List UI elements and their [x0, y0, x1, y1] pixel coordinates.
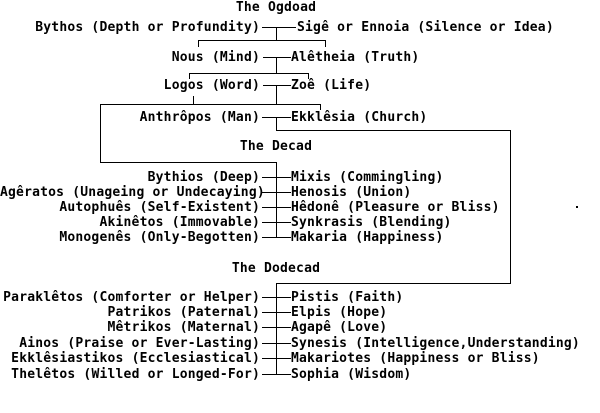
aeon-left-monogenes: Monogenês (Only-Begotten) — [59, 230, 260, 245]
aeon-right-ekklesia: Ekklêsia (Church) — [291, 110, 428, 125]
descender-anthropos-ekklesia — [276, 117, 277, 130]
descender-nous-aletheia — [276, 57, 277, 73]
sibling-bar-anthropos-ekklesia — [100, 104, 321, 105]
aeon-right-henosis: Henosis (Union) — [291, 185, 412, 200]
link-tick-under-logos — [193, 96, 194, 104]
aeon-right-elpis: Elpis (Hope) — [291, 305, 388, 320]
marriage-line-akinetos-synkrasis — [262, 222, 291, 223]
dodecad-spine — [276, 283, 277, 375]
section-title-ogdoad: The Ogdoad — [235, 0, 317, 15]
descender-bythos-sige — [276, 27, 277, 40]
marriage-line-ekklesiastikos-makariotes — [262, 358, 291, 359]
aeon-right-hedone: Hêdonê (Pleasure or Bliss) — [291, 200, 500, 215]
aeon-right-zoe: Zoê (Life) — [291, 78, 372, 93]
aeon-right-sophia: Sophia (Wisdom) — [291, 367, 412, 382]
aeon-left-akinetos: Akinêtos (Immovable) — [99, 215, 260, 230]
aeon-right-synesis: Synesis (Intelligence,Understanding) — [291, 336, 580, 351]
aeon-left-autophues: Autophuês (Self-Existent) — [59, 200, 260, 215]
stray-dot-artifact — [576, 206, 578, 208]
section-title-dodecad: The Dodecad — [231, 261, 321, 276]
aeon-left-anthropos: Anthrôpos (Man) — [139, 110, 260, 125]
aeon-left-metrikos: Mêtrikos (Maternal) — [107, 320, 260, 335]
aeon-right-makariotes: Makariotes (Happiness or Bliss) — [291, 351, 540, 366]
marriage-line-logos-zoe — [263, 85, 291, 86]
dodecad-branch-bottom-horizontal — [276, 283, 511, 284]
marriage-line-theletos-sophia — [262, 374, 291, 375]
marriage-line-ainos-synesis — [262, 343, 291, 344]
marriage-line-autophues-hedone — [262, 207, 291, 208]
marriage-line-bythios-mixis — [262, 177, 291, 178]
aeon-left-ekklesiastikos: Ekklêsiastikos (Ecclesiastical) — [11, 351, 260, 366]
aeon-right-agape: Agapê (Love) — [291, 320, 388, 335]
aeon-left-parakletos: Paraklêtos (Comforter or Helper) — [3, 290, 260, 305]
aeon-left-logos: Logos (Word) — [163, 78, 260, 93]
child-leg-logos — [189, 73, 190, 79]
aeon-right-pistis: Pistis (Faith) — [291, 290, 404, 305]
child-leg-zoe — [308, 73, 309, 79]
section-title-decad: The Decad — [239, 139, 313, 154]
aeon-right-mixis: Mixis (Commingling) — [291, 170, 444, 185]
marriage-line-patrikos-elpis — [262, 312, 291, 313]
aeon-left-ageratos: Agêratos (Unageing or Undecaying) — [0, 185, 265, 200]
child-leg-aletheia — [325, 40, 326, 47]
dodecad-branch-top-horizontal — [276, 130, 511, 131]
marriage-line-monogenes-makaria — [262, 237, 291, 238]
aeon-right-synkrasis: Synkrasis (Blending) — [291, 215, 452, 230]
marriage-line-parakletos-pistis — [262, 297, 291, 298]
aeon-right-aletheia: Alêtheia (Truth) — [291, 50, 420, 65]
aeon-left-ainos: Ainos (Praise or Ever-Lasting) — [19, 336, 260, 351]
decad-branch-horizontal — [100, 162, 277, 163]
decad-spine — [276, 162, 277, 238]
aeon-right-sige: Sigê or Ennoia (Silence or Idea) — [297, 20, 554, 35]
dodecad-branch-vertical — [510, 130, 511, 284]
decad-branch-vertical — [100, 104, 101, 162]
aeon-left-patrikos: Patrikos (Paternal) — [107, 305, 260, 320]
marriage-line-metrikos-agape — [262, 327, 291, 328]
aeon-left-bythos: Bythos (Depth or Profundity) — [35, 20, 260, 35]
child-leg-ekklesia — [320, 104, 321, 110]
marriage-line-bythos-sige — [262, 27, 296, 28]
aeon-right-makaria: Makaria (Happiness) — [291, 230, 444, 245]
sibling-bar-nous-aletheia — [198, 40, 326, 41]
marriage-line-nous-aletheia — [263, 57, 291, 58]
child-leg-nous — [198, 40, 199, 47]
aeon-left-bythios: Bythios (Deep) — [147, 170, 260, 185]
sibling-bar-logos-zoe — [189, 73, 309, 74]
marriage-line-ageratos-henosis — [262, 192, 291, 193]
aeon-left-nous: Nous (Mind) — [171, 50, 260, 65]
aeon-left-theletos: Thelêtos (Willed or Longed-For) — [11, 367, 260, 382]
descender-logos-zoe — [276, 85, 277, 104]
